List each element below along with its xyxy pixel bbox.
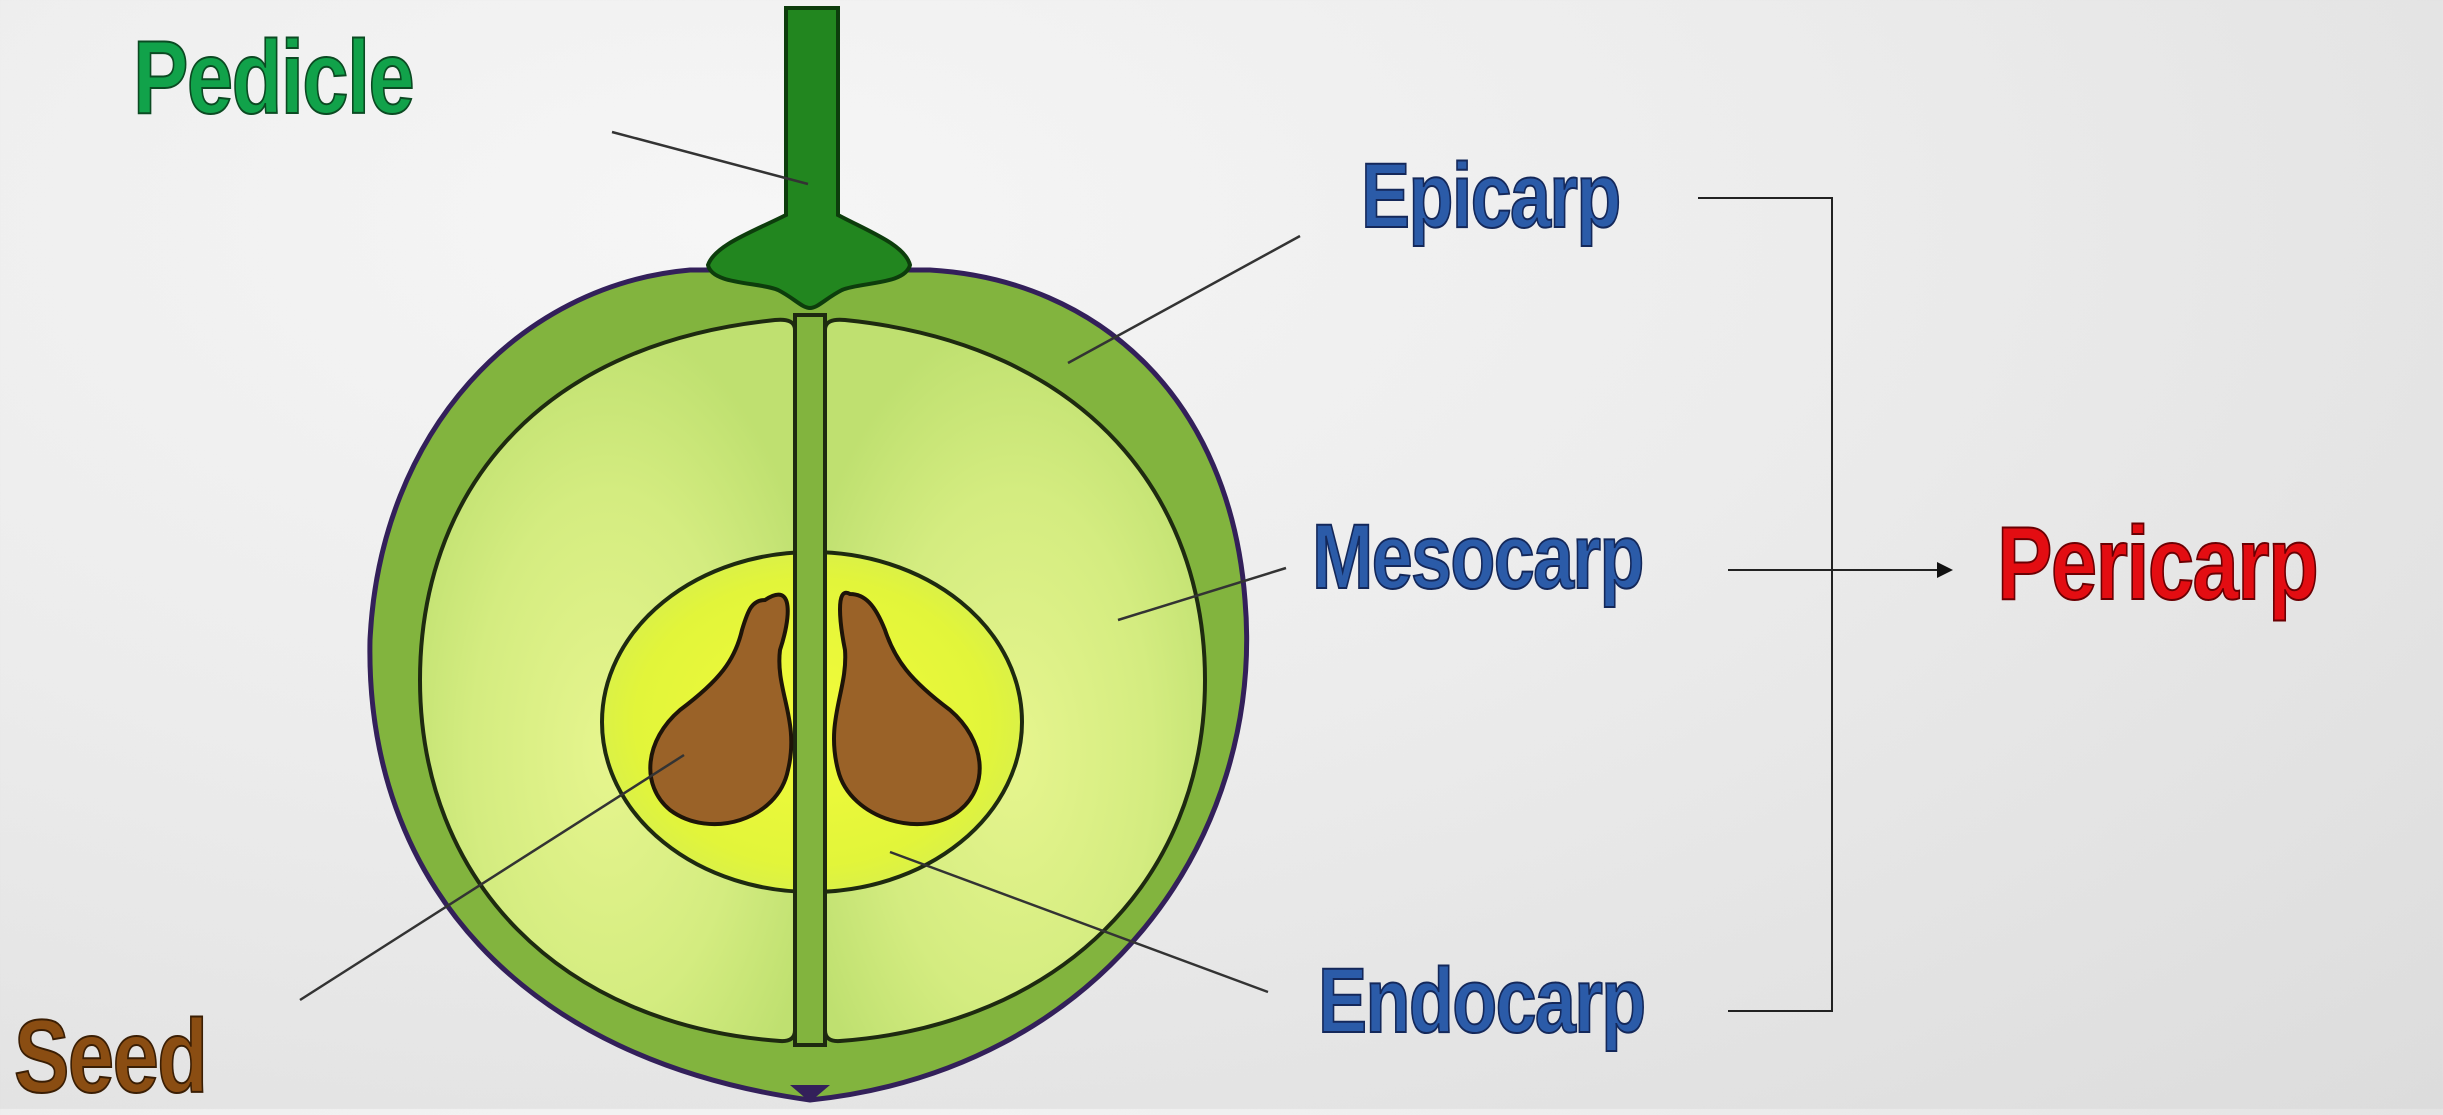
label-pericarp: Pericarp bbox=[1997, 512, 2317, 616]
epicarp-pointer bbox=[1068, 236, 1300, 363]
pericarp-arrow-head bbox=[1937, 562, 1953, 578]
label-mesocarp: Mesocarp bbox=[1312, 511, 1643, 603]
pericarp-bracket bbox=[1698, 198, 1832, 1011]
label-seed: Seed bbox=[14, 1005, 206, 1109]
label-endocarp: Endocarp bbox=[1318, 955, 1645, 1047]
label-pedicle: Pedicle bbox=[133, 26, 413, 130]
pedicle-stalk bbox=[708, 8, 910, 308]
pedicle-pointer bbox=[612, 132, 808, 184]
central-septum bbox=[795, 315, 825, 1045]
label-epicarp: Epicarp bbox=[1361, 150, 1620, 242]
